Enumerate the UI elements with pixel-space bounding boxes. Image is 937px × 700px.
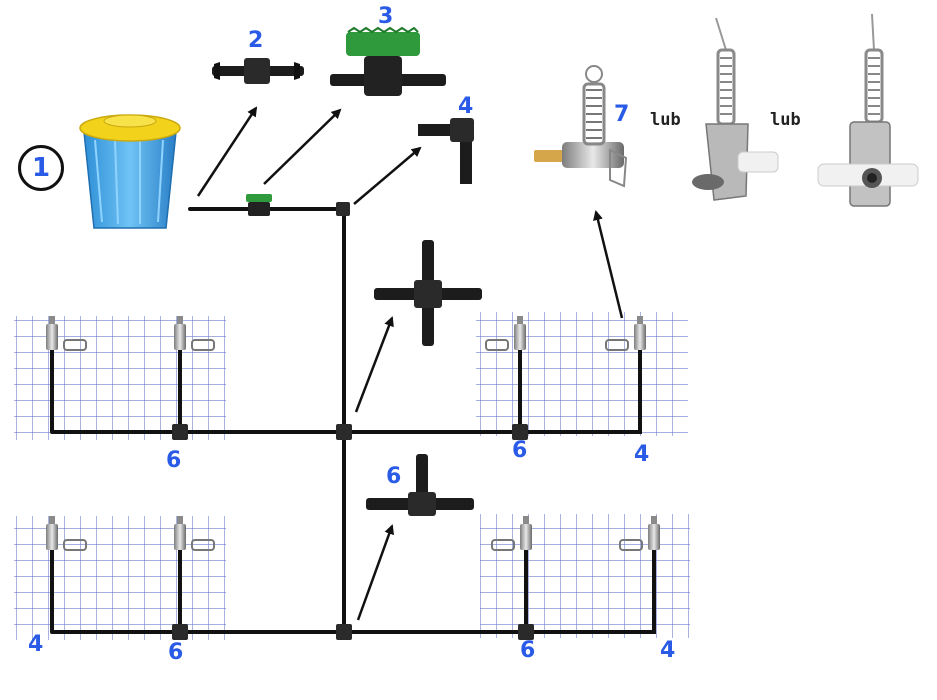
inline-valve (246, 194, 272, 216)
label-4-top-right: 4 (634, 442, 650, 467)
label-4-bottom-right: 4 (660, 638, 676, 663)
grid-drinkers (46, 316, 660, 551)
label-1: 1 (31, 153, 51, 183)
cross-fitting (374, 240, 482, 346)
label-4-elbow: 4 (458, 94, 474, 119)
label-6-top-right: 6 (512, 438, 528, 463)
pipe-junctions (172, 202, 534, 640)
label-6-tee: 6 (386, 464, 402, 489)
label-2: 2 (248, 28, 264, 53)
label-4-bottom-left: 4 (28, 632, 44, 657)
or-text-1: lub (650, 110, 681, 130)
label-6-bottom-left: 6 (168, 640, 184, 665)
elbow-fitting (418, 118, 474, 184)
tee-fitting (366, 454, 474, 516)
grid-panel-bottom-left (14, 516, 226, 640)
label-6-bottom-right: 6 (520, 638, 536, 663)
cup-drinker-side (692, 17, 779, 201)
pointer-arrows (196, 106, 624, 621)
label-6-top-left: 6 (166, 448, 182, 473)
label-3: 3 (378, 4, 394, 29)
cup-drinker-front (817, 13, 919, 207)
or-text-2: lub (770, 110, 801, 130)
water-bucket (79, 114, 181, 229)
bucket-number-circle: 1 (18, 145, 64, 191)
shutoff-valve (330, 26, 446, 96)
label-7: 7 (614, 102, 630, 127)
grid-panel-top-right (476, 312, 688, 436)
straight-connector (212, 58, 304, 84)
grid-panel-top-left (14, 316, 226, 440)
nipple-drinker (534, 65, 628, 188)
